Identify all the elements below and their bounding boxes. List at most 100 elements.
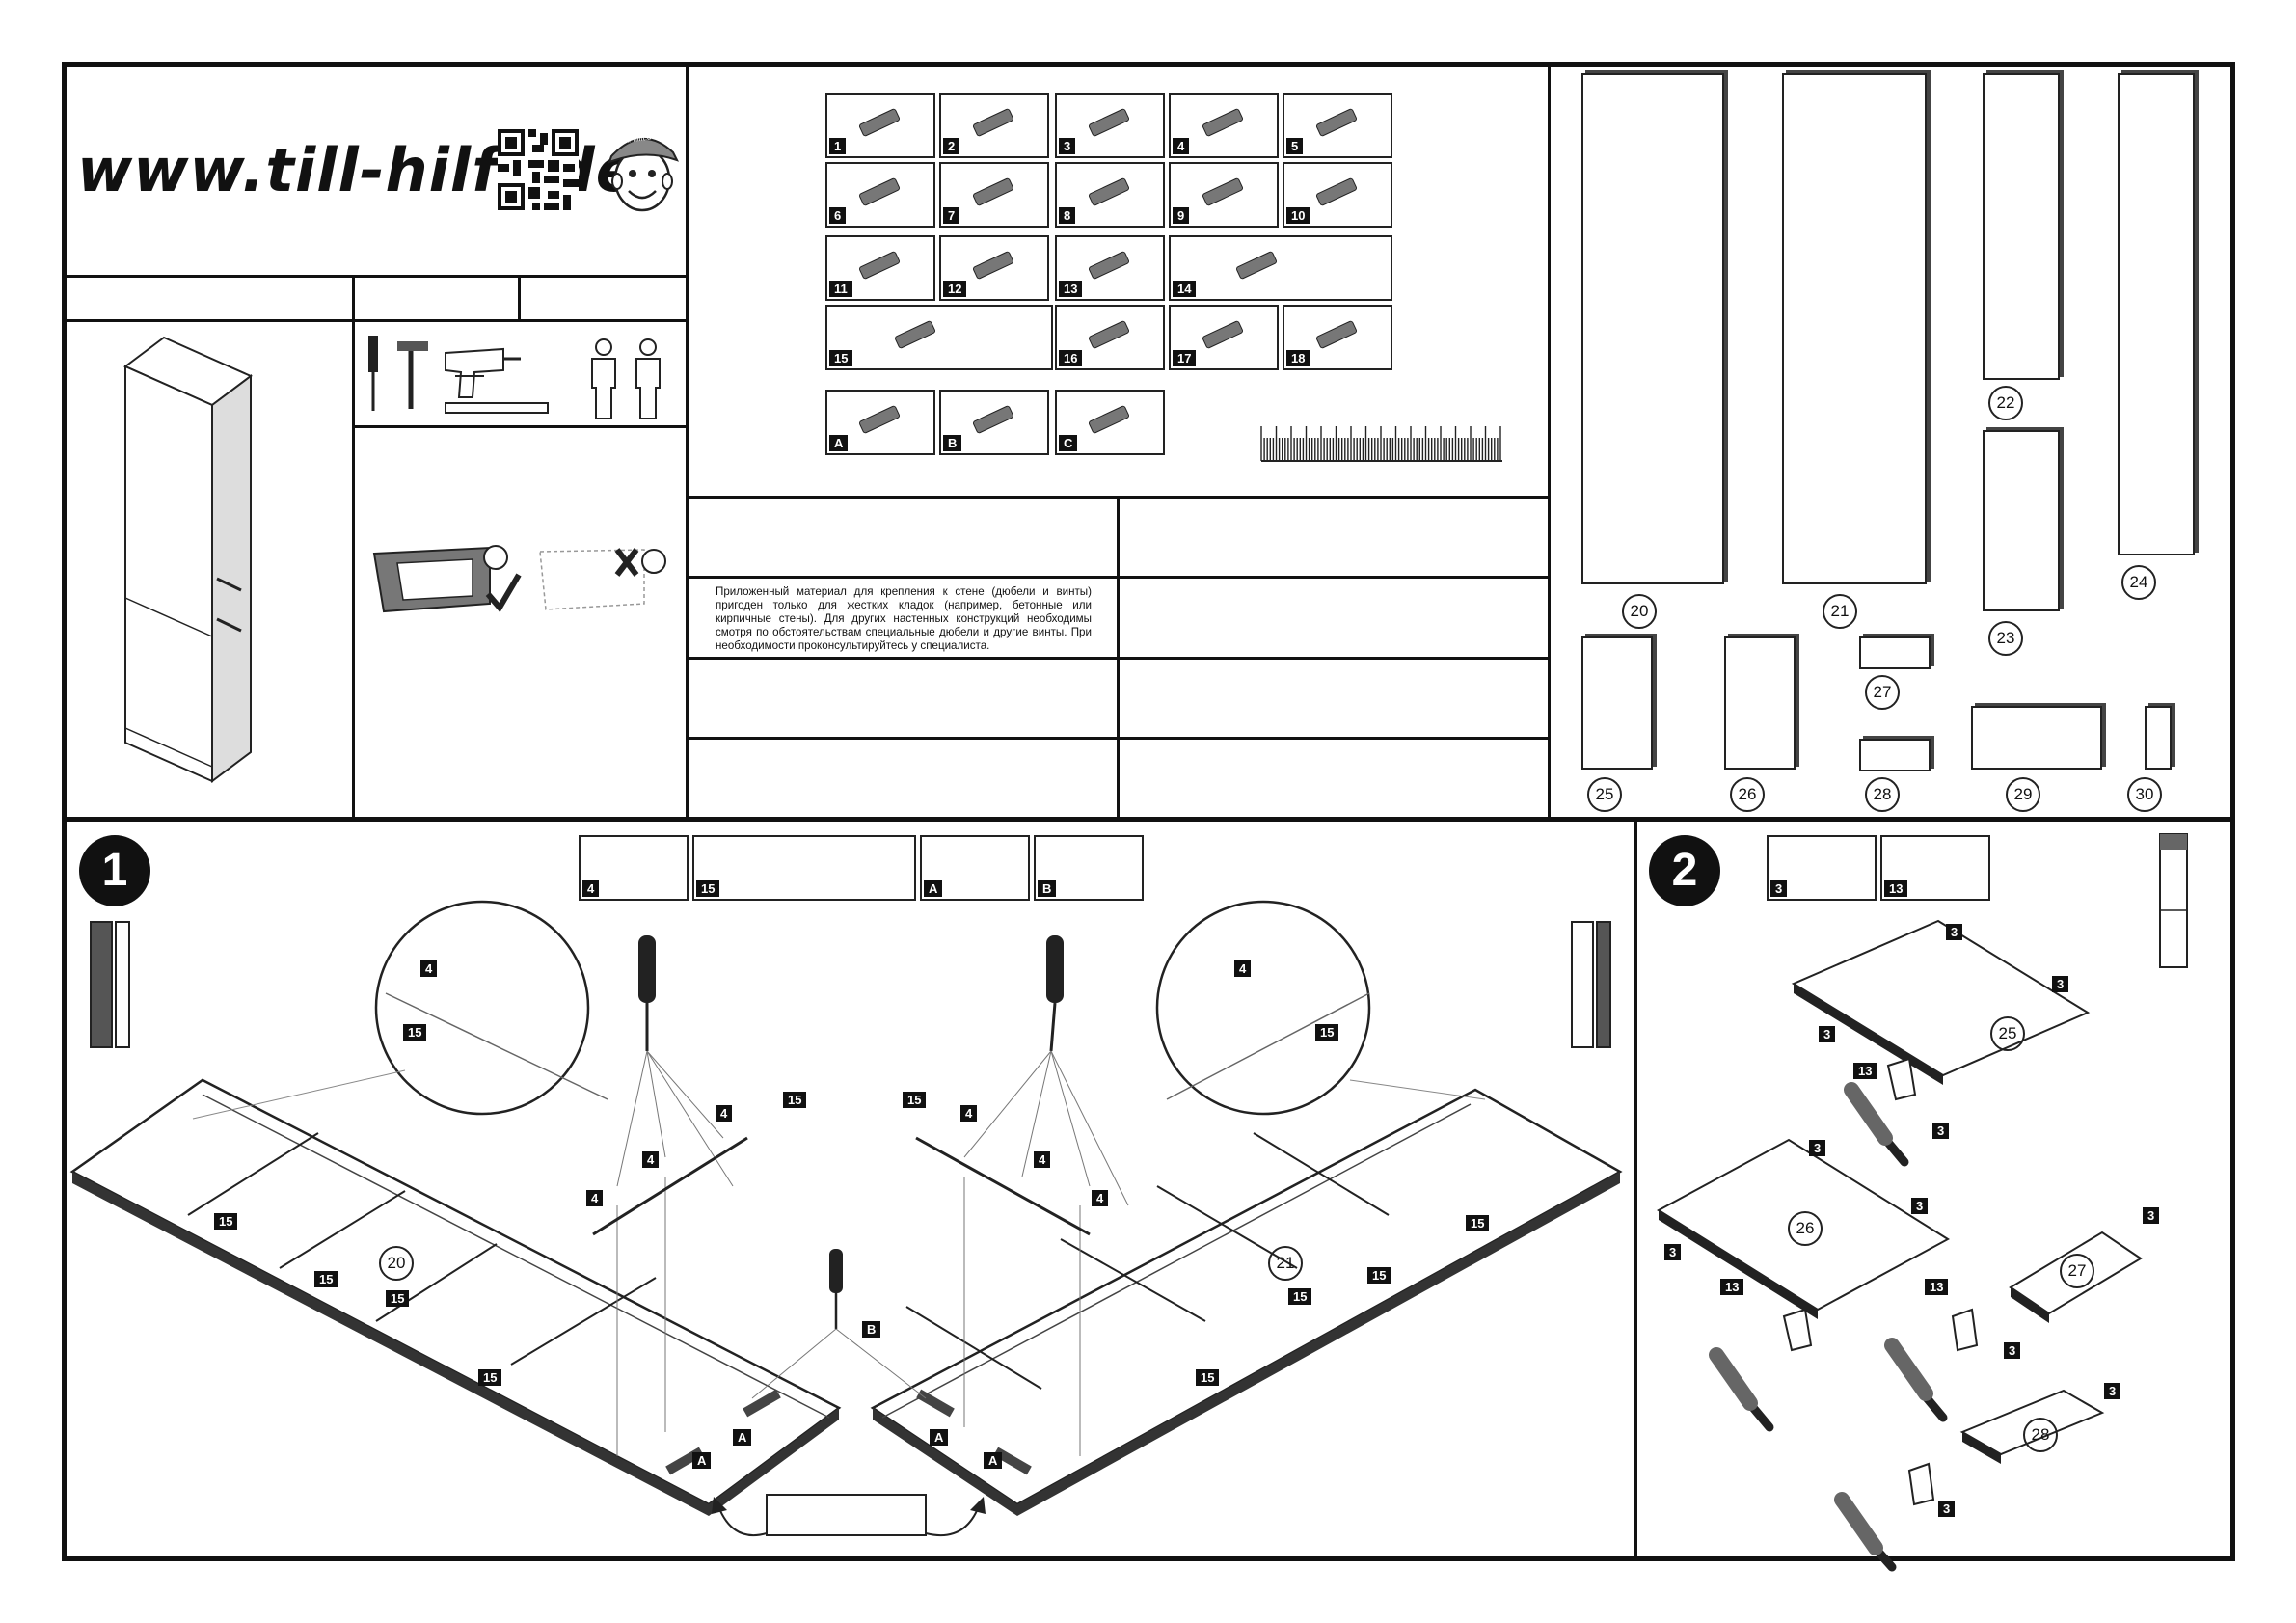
panel-part — [2145, 706, 2172, 770]
part-id-label: 15 — [829, 350, 853, 366]
part-callout: 4 — [960, 1105, 978, 1122]
step-hardware-cell: A — [920, 835, 1030, 901]
panel-number: 27 — [1865, 675, 1900, 710]
hardware-part-cell: 8 — [1055, 162, 1165, 228]
part-id-label: B — [1038, 880, 1057, 897]
part-callout: A — [733, 1429, 752, 1446]
part-callout: 3 — [1664, 1244, 1682, 1260]
part-callout: 3 — [1946, 924, 1963, 940]
part-callout: 3 — [1809, 1140, 1826, 1156]
panel-number: 26 — [1788, 1211, 1823, 1246]
part-callout: 15 — [1288, 1288, 1312, 1305]
part-id-label: 13 — [1884, 880, 1908, 897]
glue-tube-icon — [1088, 250, 1130, 281]
part-id-label: 15 — [696, 880, 720, 897]
panel-number: 22 — [1988, 386, 2023, 420]
hardware-part-cell: 3 — [1055, 93, 1165, 158]
part-callout: 15 — [1367, 1267, 1391, 1284]
step-hardware-cell: B — [1034, 835, 1144, 901]
part-callout: 15 — [1196, 1369, 1220, 1386]
part-callout: 15 — [403, 1024, 427, 1041]
divider — [62, 319, 687, 322]
part-id-label: B — [943, 435, 962, 451]
hardware-part-cell: 10 — [1283, 162, 1392, 228]
panel-part — [1581, 73, 1724, 584]
panel-part — [1983, 430, 2060, 611]
part-id-label: 6 — [829, 207, 847, 224]
hardware-part-cell: A — [825, 390, 935, 455]
panel-number: 21 — [1268, 1246, 1303, 1281]
panel-number: 26 — [1730, 777, 1765, 812]
part-callout: 13 — [1853, 1063, 1877, 1079]
hardware-part-cell: 4 — [1169, 93, 1279, 158]
part-id-label: 13 — [1059, 281, 1083, 297]
step-hardware-cell: 3 — [1767, 835, 1877, 901]
part-callout: 4 — [1234, 960, 1252, 977]
panel-part — [1724, 636, 1796, 770]
step-number-badge: 2 — [1649, 835, 1720, 906]
step-number-badge: 1 — [79, 835, 150, 906]
mascot-icon — [608, 138, 680, 212]
divider — [352, 425, 687, 428]
hardware-part-cell: 15 — [825, 305, 1053, 370]
screw-icon — [1202, 319, 1244, 350]
hardware-part-cell: 6 — [825, 162, 935, 228]
part-callout: 13 — [1925, 1279, 1949, 1295]
part-callout: 3 — [2143, 1207, 2160, 1224]
tall-cabinet-illustration — [123, 336, 253, 783]
divider — [1634, 820, 1637, 1558]
long-wood-screw-icon — [972, 176, 1014, 207]
part-callout: 3 — [2004, 1342, 2021, 1359]
part-id-label: A — [829, 435, 849, 451]
part-callout: 4 — [420, 960, 438, 977]
part-callout: 15 — [903, 1092, 927, 1108]
panel-number: 28 — [1865, 777, 1900, 812]
panel-number: 29 — [2006, 777, 2040, 812]
part-id-label: C — [1059, 435, 1078, 451]
divider — [518, 275, 521, 321]
floor-protection-illustration — [372, 545, 666, 613]
part-callout: 3 — [1932, 1123, 1950, 1139]
connector-plate-icon — [858, 404, 901, 435]
part-id-label: 11 — [829, 281, 852, 297]
divider — [1117, 496, 1120, 820]
wall-mounting-notice: Приложенный материал для крепления к сте… — [716, 585, 1092, 652]
wall-bracket-icon — [1202, 176, 1244, 207]
panel-number: 27 — [2060, 1254, 2094, 1288]
part-callout: 3 — [1911, 1198, 1929, 1214]
part-id-label: 16 — [1059, 350, 1083, 366]
part-callout: A — [984, 1452, 1003, 1469]
qr-code-icon[interactable] — [498, 129, 579, 210]
hardware-part-cell: 13 — [1055, 235, 1165, 301]
part-callout: 15 — [783, 1092, 807, 1108]
divider — [1548, 62, 1551, 819]
part-callout: 15 — [214, 1213, 238, 1230]
divider — [686, 62, 689, 819]
panel-part — [1983, 73, 2060, 380]
hardware-part-cell: 12 — [939, 235, 1049, 301]
handle-icon — [858, 176, 901, 207]
part-id-label: A — [924, 880, 943, 897]
part-id-label: 4 — [1173, 138, 1190, 154]
part-callout: A — [692, 1452, 712, 1469]
part-callout: 4 — [586, 1190, 604, 1206]
tools-illustration — [368, 336, 549, 414]
panel-part — [1859, 636, 1931, 669]
panel-part — [1859, 739, 1931, 771]
part-callout: 3 — [1819, 1026, 1836, 1042]
hinge-plate-rail-icon — [893, 319, 936, 350]
panel-part — [2118, 73, 2195, 555]
hardware-part-cell: 9 — [1169, 162, 1279, 228]
hardware-part-cell: 1 — [825, 93, 935, 158]
part-callout: 4 — [716, 1105, 733, 1122]
part-callout: B — [862, 1321, 881, 1338]
hardware-part-cell: C — [1055, 390, 1165, 455]
part-callout: 15 — [386, 1290, 410, 1307]
step-hardware-cell: 13 — [1880, 835, 1990, 901]
hardware-part-cell: 14 — [1169, 235, 1392, 301]
panel-number: 21 — [1823, 594, 1857, 629]
part-id-label: 18 — [1286, 350, 1310, 366]
wooden-dowel-icon — [1088, 107, 1130, 138]
panel-part — [1581, 636, 1653, 770]
two-person-icon — [591, 338, 661, 419]
